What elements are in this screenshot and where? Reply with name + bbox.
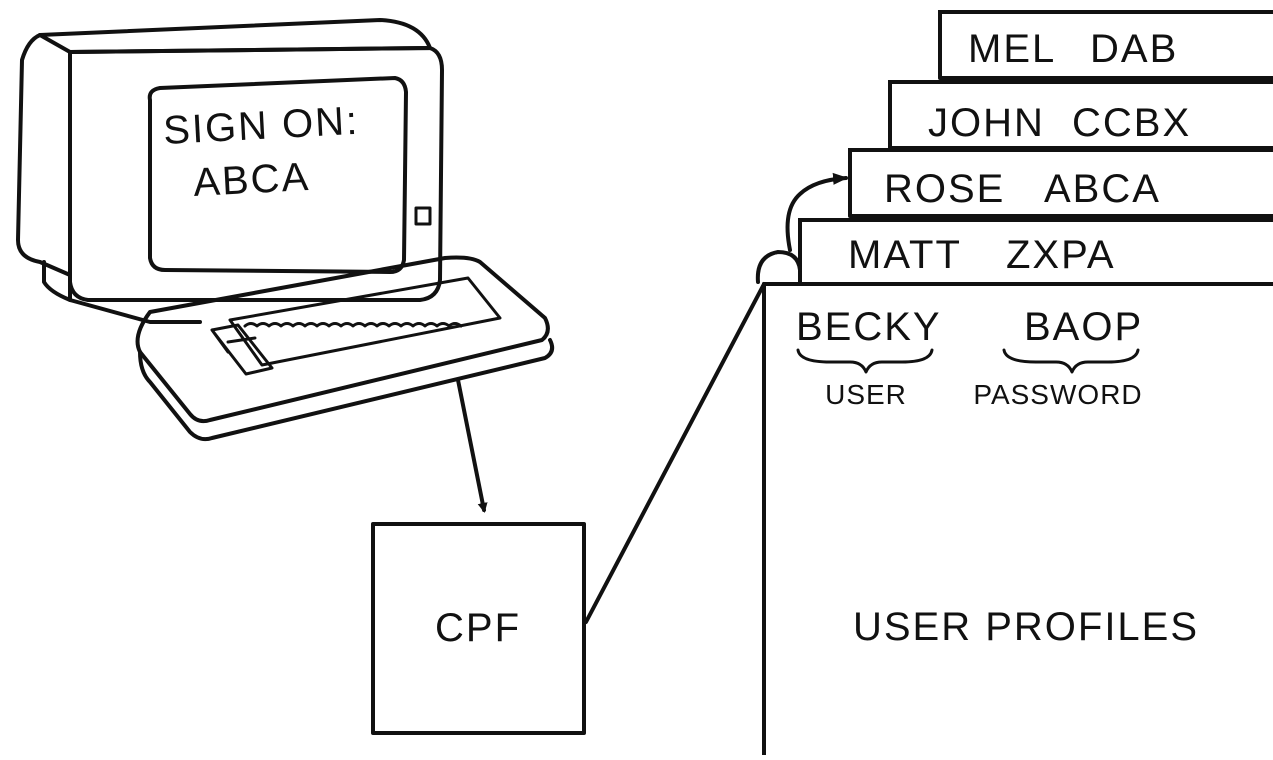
user-profile-stack [762, 10, 1273, 757]
profile-mel-password: DAB [1090, 27, 1178, 71]
cpf-label: CPF [435, 606, 521, 650]
monitor-stand [68, 280, 202, 324]
monitor-power-button [414, 206, 432, 226]
terminal-to-cpf-arrow [456, 378, 488, 513]
user-brace [796, 348, 934, 374]
profile-rose-user: ROSE [884, 167, 1005, 211]
profile-john-user: JOHN [928, 101, 1045, 145]
password-caption: PASSWORD [973, 379, 1142, 410]
profile-matt-user: MATT [848, 233, 962, 277]
terminal-illustration [16, 18, 555, 442]
terminal-password-text: ABCA [192, 155, 311, 205]
password-brace [1002, 348, 1140, 374]
monitor-front [68, 46, 444, 302]
keyboard-left-keys [210, 323, 274, 376]
monitor-base-left [42, 260, 72, 302]
user-caption: USER [825, 379, 907, 410]
monitor-screen [147, 76, 408, 274]
cpf-box [371, 522, 586, 735]
keyboard-front-edge [138, 338, 555, 442]
profile-rose-password: ABCA [1044, 167, 1161, 211]
cpf-to-profiles-line [584, 282, 766, 624]
lookup-loop [755, 250, 802, 284]
profile-card-john [888, 80, 1273, 148]
profile-matt-password: ZXPA [1006, 233, 1116, 277]
terminal-sign-on-text: SIGN ON: [162, 99, 360, 153]
profile-john-password: CCBX [1072, 101, 1191, 145]
profile-card-rose [848, 148, 1273, 216]
profile-becky-password: BAOP [1024, 305, 1143, 349]
profile-mel-user: MEL [968, 27, 1056, 71]
monitor-side [16, 33, 72, 277]
lookup-match-arrow [785, 172, 848, 252]
user-profiles-title: USER PROFILES [853, 605, 1199, 649]
keyboard-key-ridges [243, 322, 463, 328]
keyboard-body [135, 255, 550, 424]
profile-card-mel [938, 10, 1273, 78]
profile-becky-user: BECKY [796, 305, 942, 349]
keyboard-key-area [228, 276, 502, 367]
